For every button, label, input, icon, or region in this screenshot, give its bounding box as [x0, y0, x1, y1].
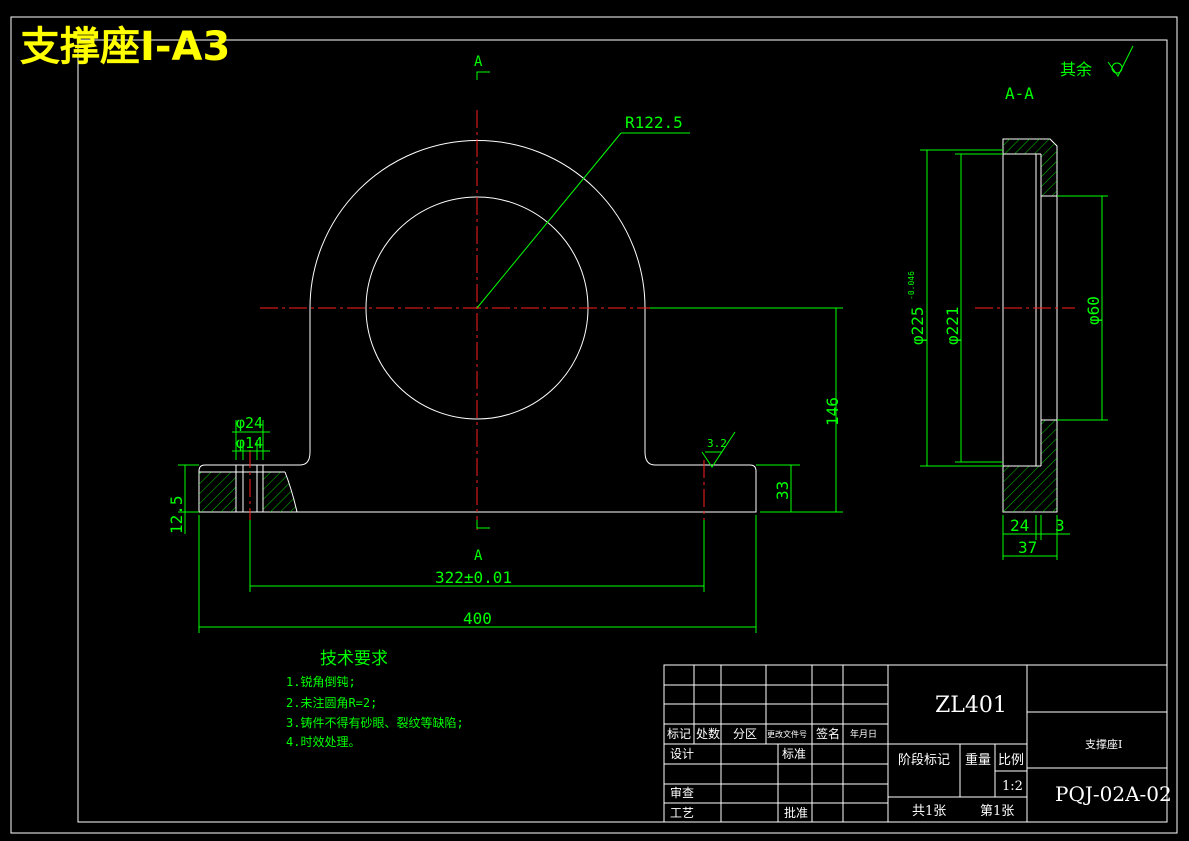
- plate-thickness-dim: 12.5: [167, 495, 186, 534]
- height-dim: 146: [823, 397, 842, 426]
- col-docno: 更改文件号: [767, 729, 807, 739]
- drawing-title: 支撑座I-A3: [20, 24, 230, 70]
- roughness-note: 其余: [1060, 60, 1092, 79]
- sheets-total: 共1张: [912, 804, 946, 819]
- roughness-value: 3.2: [707, 437, 727, 450]
- col-date: 年月日: [850, 728, 877, 740]
- row-std: 标准: [782, 747, 806, 761]
- sec-width-1: 24: [1010, 516, 1029, 535]
- drawing-number: PQJ-02A-02: [1055, 782, 1172, 806]
- cut-marker-bottom: [476, 520, 490, 529]
- inner-frame: [77, 39, 1168, 823]
- tech-req-item: 4.时效处理。: [286, 734, 360, 749]
- sec-dia-2: φ221: [943, 306, 962, 345]
- sheet-number: 第1张: [980, 804, 1014, 819]
- overall-width-dim: 400: [463, 609, 492, 628]
- outer-frame: [10, 16, 1178, 834]
- sec-dia-1-tol: -0.046: [907, 271, 916, 300]
- base-height-dim: 33: [773, 481, 792, 500]
- col-mark: 标记: [667, 727, 691, 741]
- bore-inner-dim: φ14: [236, 434, 263, 452]
- cut-label-top: A: [474, 54, 483, 70]
- section-label: A-A: [1005, 84, 1034, 103]
- row-approve: 批准: [784, 805, 808, 820]
- col-sign: 签名: [816, 726, 840, 741]
- part-outline: [198, 140, 757, 513]
- cut-marker-top: [476, 71, 490, 80]
- technical-requirements: 技术要求 1.锐角倒钝; 2.未注圆角R=2; 3.铸件不得有砂眼、裂纹等缺陷;…: [286, 649, 464, 749]
- sec-width-3: 37: [1018, 538, 1037, 557]
- radius-leader: [476, 132, 622, 309]
- hole-spacing-dim: 322±0.01: [435, 568, 512, 587]
- hole-section-hatch: [199, 472, 236, 512]
- radius-dim: R122.5: [625, 113, 683, 132]
- section-view: 其余 A-A φ225 -0.046 φ221 φ60: [907, 45, 1134, 560]
- tech-req-item: 2.未注圆角R=2;: [286, 695, 377, 710]
- ratio-label: 比例: [998, 753, 1024, 768]
- roughness-symbol: [701, 431, 736, 468]
- row-review: 审查: [670, 785, 694, 800]
- front-view: A A R122.5 φ24 φ14 3.2 146 33 12.5: [167, 54, 843, 633]
- weight-label: 重量: [965, 752, 991, 768]
- bore-outer-dim: φ24: [236, 414, 263, 432]
- tech-req-heading: 技术要求: [320, 649, 388, 669]
- stage-mark: 阶段标记: [898, 753, 950, 768]
- roughness-note-circle: [1111, 62, 1123, 74]
- tech-req-item: 3.铸件不得有砂眼、裂纹等缺陷;: [286, 715, 464, 730]
- title-block: 标记 处数 分区 更改文件号 签名 年月日 设计 标准 审查 工艺 批准 ZL4…: [663, 664, 1172, 823]
- row-design: 设计: [670, 747, 694, 761]
- col-count: 处数: [696, 726, 720, 741]
- cut-label-bottom: A: [474, 548, 483, 564]
- sec-dia-1: φ225: [908, 306, 927, 345]
- col-zone: 分区: [733, 727, 757, 741]
- section-hatch-top: [1003, 139, 1057, 196]
- scale: 1:2: [1002, 779, 1023, 794]
- part-name: 支撑座I: [1085, 737, 1122, 751]
- sec-dia-3: φ60: [1084, 296, 1103, 325]
- sec-width-2: 3: [1055, 516, 1065, 535]
- roughness-note-symbol: [1107, 45, 1134, 77]
- material: ZL401: [935, 693, 1007, 718]
- break-line: [284, 471, 298, 513]
- tech-req-item: 1.锐角倒钝;: [286, 675, 356, 689]
- row-process: 工艺: [670, 806, 694, 820]
